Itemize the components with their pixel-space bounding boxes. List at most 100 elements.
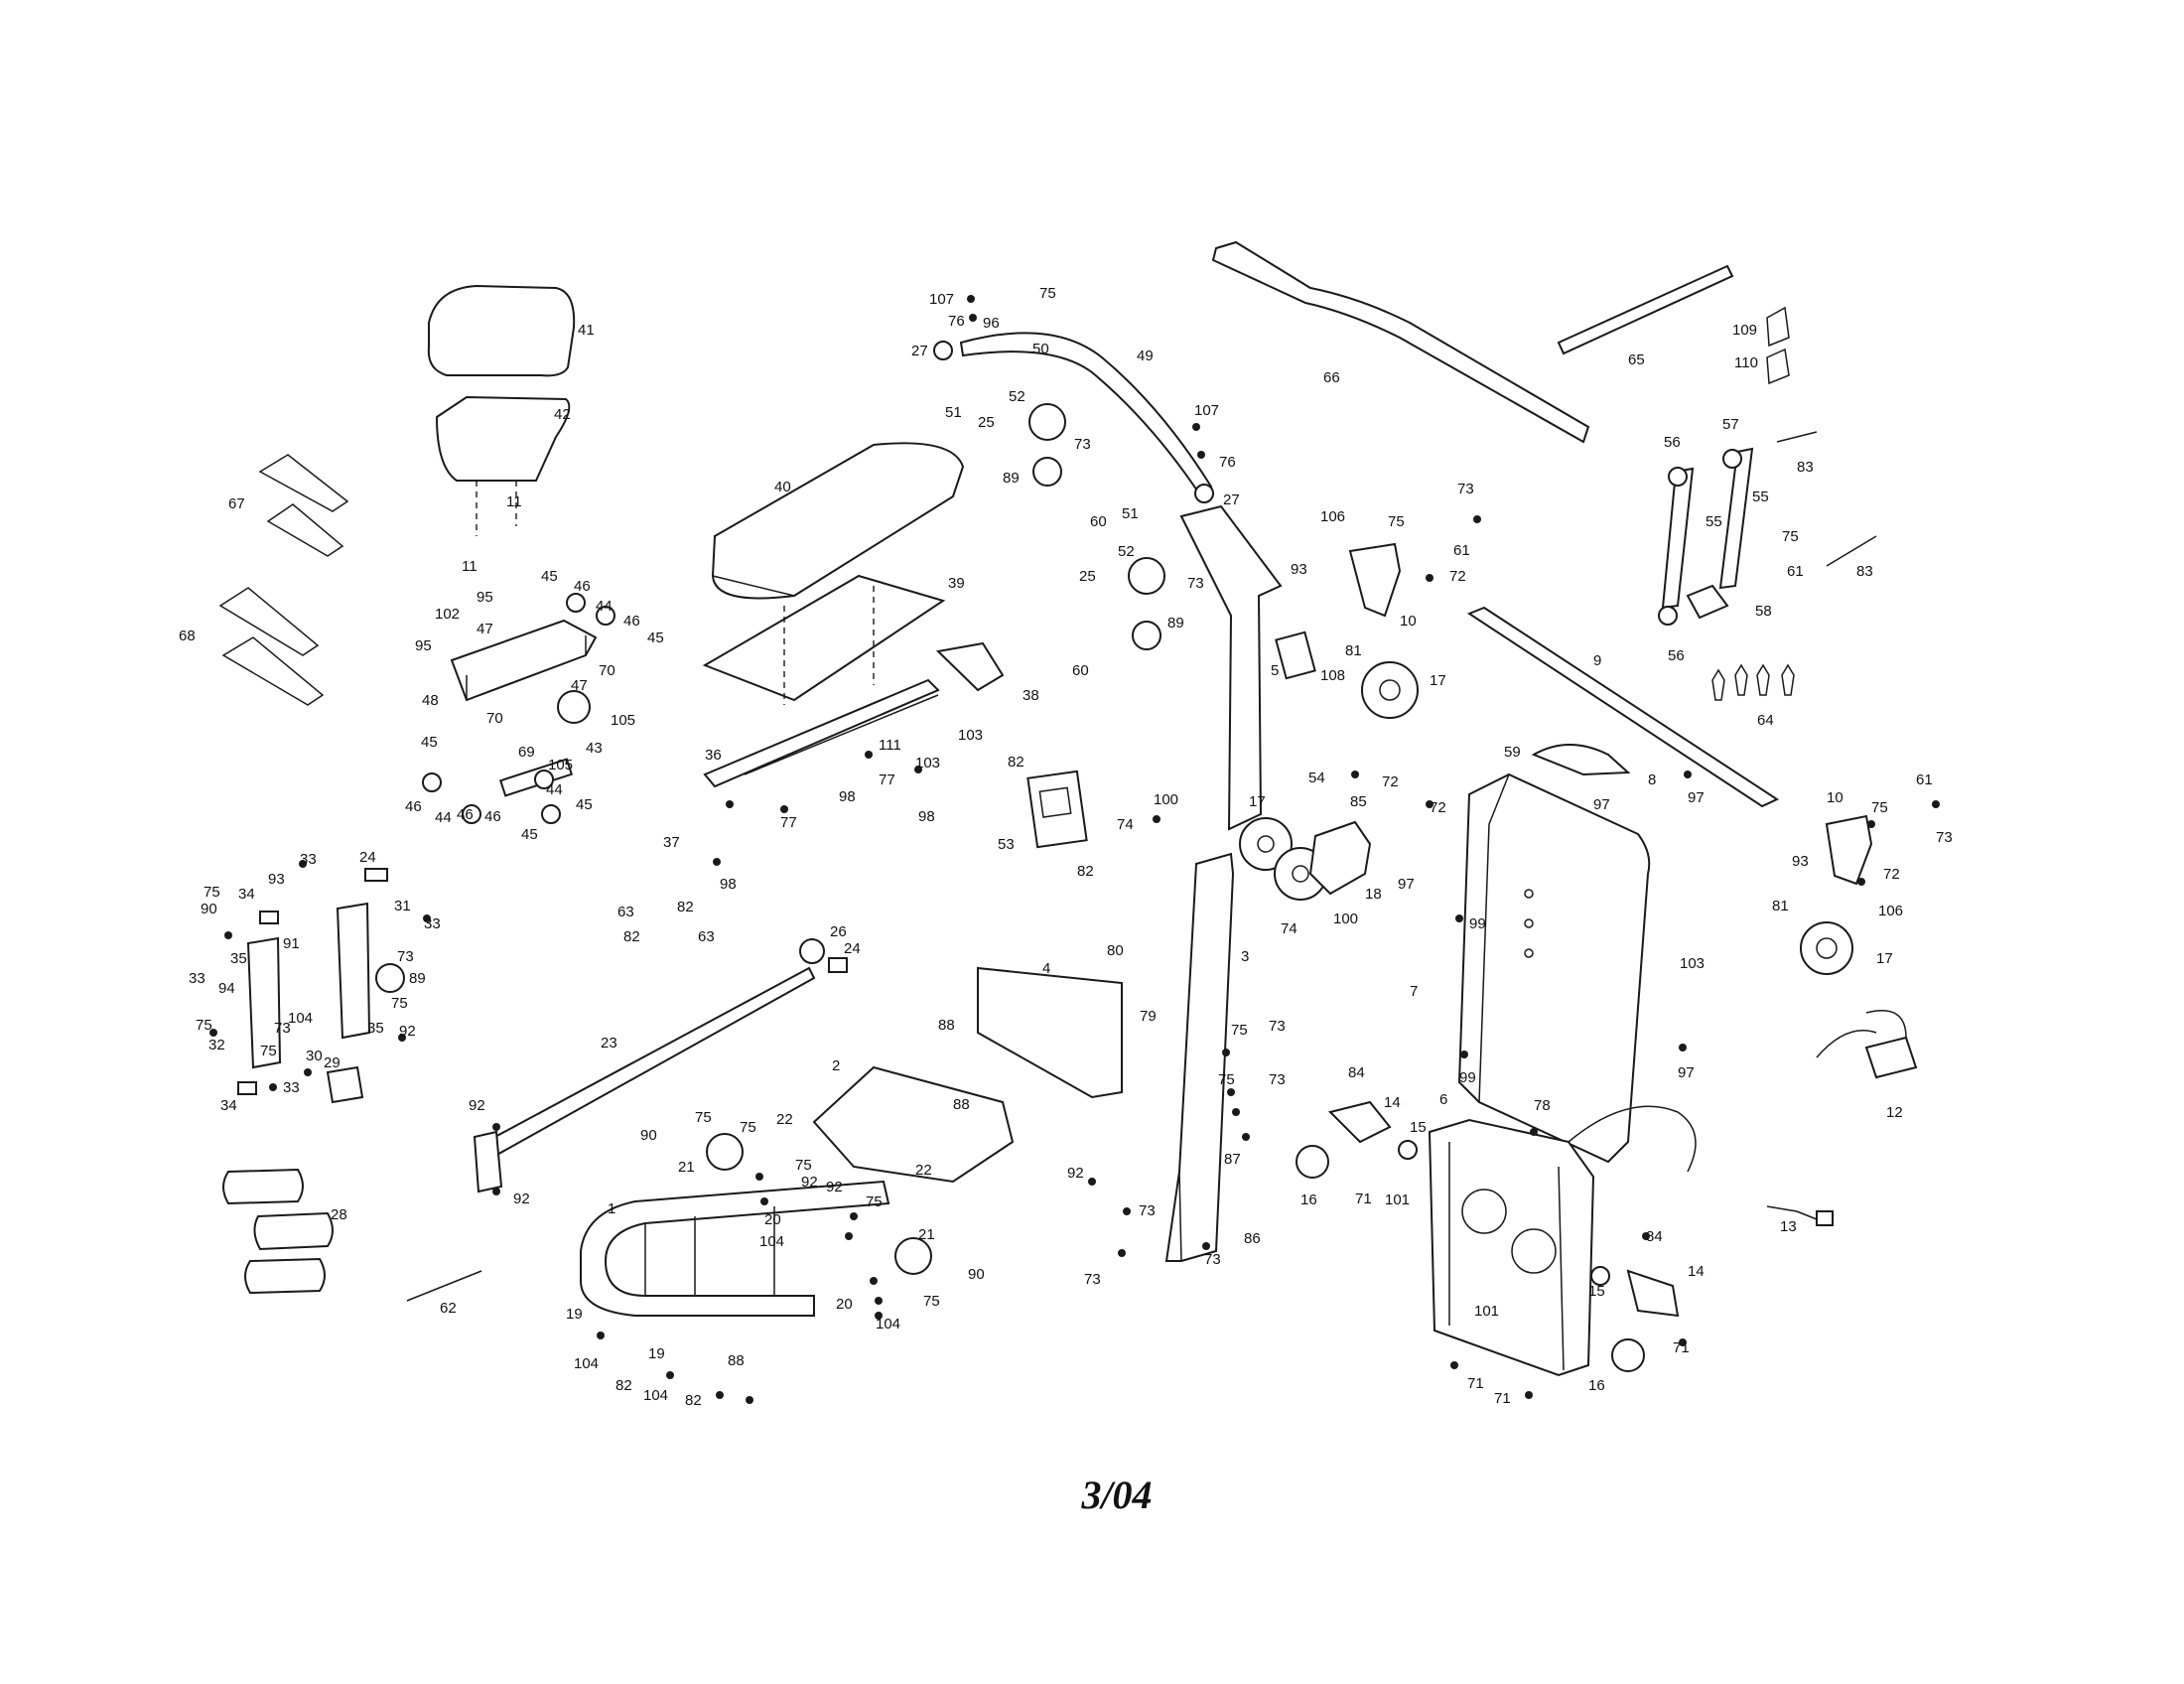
callout: 41 (578, 322, 595, 339)
upright-post-part (1164, 504, 1316, 1262)
housing-covers-part (1457, 744, 1651, 1164)
callout: 33 (189, 970, 205, 987)
callout: 74 (1117, 816, 1134, 833)
callout: 60 (1090, 513, 1107, 530)
callout: 33 (283, 1079, 300, 1096)
callout: 32 (208, 1037, 225, 1053)
callout: 45 (647, 630, 664, 646)
callout: 82 (623, 928, 640, 945)
callout: 73 (274, 1020, 291, 1037)
callout: 107 (929, 291, 954, 308)
callout: 29 (324, 1054, 341, 1071)
callout: 100 (1333, 911, 1358, 927)
callout: 3 (1241, 948, 1249, 965)
callout: 103 (1680, 955, 1705, 972)
callout: 37 (663, 834, 680, 851)
callout: 61 (1787, 563, 1804, 580)
callout: 1 (608, 1200, 615, 1217)
callout: 82 (1008, 754, 1024, 771)
callout: 75 (1231, 1022, 1248, 1039)
callout: 11 (462, 558, 478, 575)
callout: 44 (435, 809, 452, 826)
callout: 75 (1871, 799, 1888, 816)
callout: 104 (288, 1010, 313, 1027)
callout: 102 (435, 606, 460, 623)
callout: 19 (648, 1345, 665, 1362)
callout: 24 (844, 940, 861, 957)
callout: 92 (826, 1179, 843, 1195)
cable-housing-part (1428, 1105, 1697, 1377)
callout: 65 (1628, 351, 1645, 368)
callout: 104 (643, 1387, 668, 1404)
callout: 75 (795, 1157, 812, 1174)
callout: 92 (399, 1023, 416, 1040)
callout: 63 (617, 904, 634, 920)
callout: 106 (1878, 903, 1903, 919)
callout: 107 (1194, 402, 1219, 419)
callout: 12 (1886, 1104, 1903, 1121)
callout: 45 (541, 568, 558, 585)
callout: 23 (601, 1035, 617, 1052)
callout: 34 (238, 886, 255, 903)
callout: 88 (728, 1352, 745, 1369)
callout: 62 (440, 1300, 457, 1317)
callout: 36 (705, 747, 722, 764)
callout: 90 (968, 1266, 985, 1283)
callout: 52 (1009, 388, 1025, 405)
callout: 78 (1534, 1097, 1551, 1114)
callout: 25 (1079, 568, 1096, 585)
callout: 15 (1588, 1283, 1605, 1300)
handle-straps-part (218, 454, 349, 706)
callout: 97 (1678, 1064, 1695, 1081)
callout: 21 (918, 1226, 935, 1243)
callout: 8 (1648, 772, 1656, 788)
seat-frame-part (422, 593, 615, 824)
callout: 82 (615, 1377, 632, 1394)
callout: 58 (1755, 603, 1772, 620)
callout: 68 (179, 628, 196, 644)
rod-assembly-part (1658, 431, 1877, 626)
pulley-bracket-upper-part (1348, 542, 1419, 719)
callout: 75 (1388, 513, 1405, 530)
callout: 28 (331, 1206, 347, 1223)
left-post-part (237, 868, 405, 1104)
callout: 111 (879, 737, 901, 754)
callout: 108 (1320, 667, 1345, 684)
callout: 105 (611, 712, 635, 729)
callout: 75 (923, 1293, 940, 1310)
callout: 73 (1074, 436, 1091, 453)
callout: 14 (1384, 1094, 1401, 1111)
callout: 75 (695, 1109, 712, 1126)
callout: 5 (1271, 662, 1279, 679)
callout: 52 (1118, 543, 1135, 560)
callout: 17 (1249, 793, 1266, 810)
callout: 72 (1430, 799, 1446, 816)
callout: 57 (1722, 416, 1739, 433)
callout: 75 (1039, 285, 1056, 302)
callout: 92 (801, 1174, 818, 1191)
upper-arm-part (933, 332, 1214, 650)
callout: 87 (1224, 1151, 1241, 1168)
callout: 73 (1084, 1271, 1101, 1288)
callout: 98 (839, 788, 856, 805)
callout: 92 (469, 1097, 485, 1114)
callout: 98 (918, 808, 935, 825)
callout: 86 (1244, 1230, 1261, 1247)
callout: 106 (1320, 508, 1345, 525)
seat-pad-part (427, 284, 576, 536)
callout: 75 (866, 1193, 883, 1210)
callout: 89 (1167, 615, 1184, 632)
callout: 45 (421, 734, 438, 751)
callout: 74 (1281, 920, 1297, 937)
callout: 77 (780, 814, 797, 831)
callout: 66 (1323, 369, 1340, 386)
callout: 53 (998, 836, 1015, 853)
callout: 73 (1204, 1251, 1221, 1268)
callout: 2 (832, 1057, 840, 1074)
callout: 75 (204, 884, 220, 901)
panel-part (812, 966, 1123, 1184)
pulley-discs-part (1296, 1100, 1680, 1372)
callout: 21 (678, 1159, 695, 1176)
callout: 19 (566, 1306, 583, 1323)
